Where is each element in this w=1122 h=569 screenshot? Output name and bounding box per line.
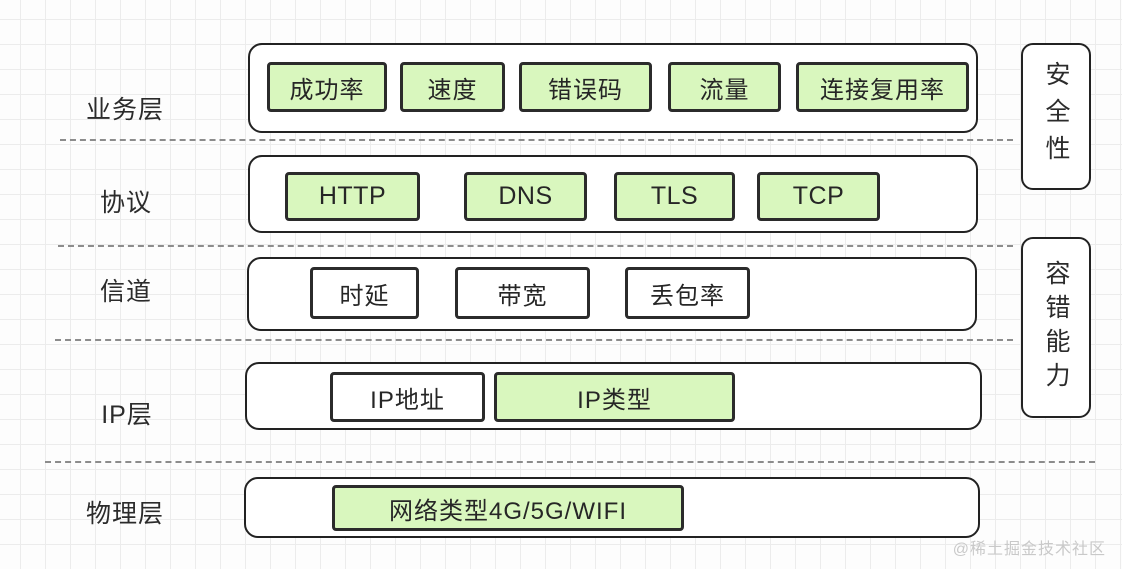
metric-box-connection-reuse: 连接复用率 [796, 62, 969, 112]
layer-container-channel: 时延 带宽 丢包率 [247, 257, 977, 331]
side-panel-fault-tolerance: 容错能力 [1021, 237, 1091, 418]
side-panel-security: 安全性 [1021, 43, 1091, 190]
layer-container-ip: IP地址 IP类型 [245, 362, 982, 430]
watermark: @稀土掘金技术社区 [952, 541, 1106, 558]
protocol-box-tls: TLS [614, 172, 735, 221]
divider-dashed-4 [45, 461, 1095, 463]
metric-box-traffic: 流量 [668, 62, 781, 112]
layer-label-channel: 信道 [99, 278, 152, 306]
ip-box-type: IP类型 [494, 372, 735, 422]
protocol-box-http: HTTP [285, 172, 420, 221]
metric-box-speed: 速度 [400, 62, 505, 112]
layer-label-protocol: 协议 [99, 189, 152, 217]
layer-container-physical: 网络类型4G/5G/WIFI [244, 477, 980, 538]
metric-box-success-rate: 成功率 [267, 62, 387, 112]
protocol-box-dns: DNS [464, 172, 587, 221]
divider-dashed-2 [58, 245, 1013, 247]
divider-dashed-3 [55, 339, 1013, 341]
physical-box-network-type: 网络类型4G/5G/WIFI [332, 485, 684, 531]
layer-label-physical: 物理层 [85, 500, 164, 528]
channel-box-packet-loss: 丢包率 [625, 267, 750, 319]
channel-box-latency: 时延 [310, 267, 419, 319]
divider-dashed-1 [60, 139, 1013, 141]
protocol-box-tcp: TCP [757, 172, 880, 221]
channel-box-bandwidth: 带宽 [455, 267, 590, 319]
layer-container-protocol: HTTP DNS TLS TCP [248, 155, 978, 233]
ip-box-address: IP地址 [330, 372, 485, 422]
layer-label-business: 业务层 [85, 96, 164, 124]
layer-label-ip: IP层 [101, 401, 153, 429]
metric-box-error-code: 错误码 [519, 62, 652, 112]
layer-container-business: 成功率 速度 错误码 流量 连接复用率 [248, 43, 978, 133]
